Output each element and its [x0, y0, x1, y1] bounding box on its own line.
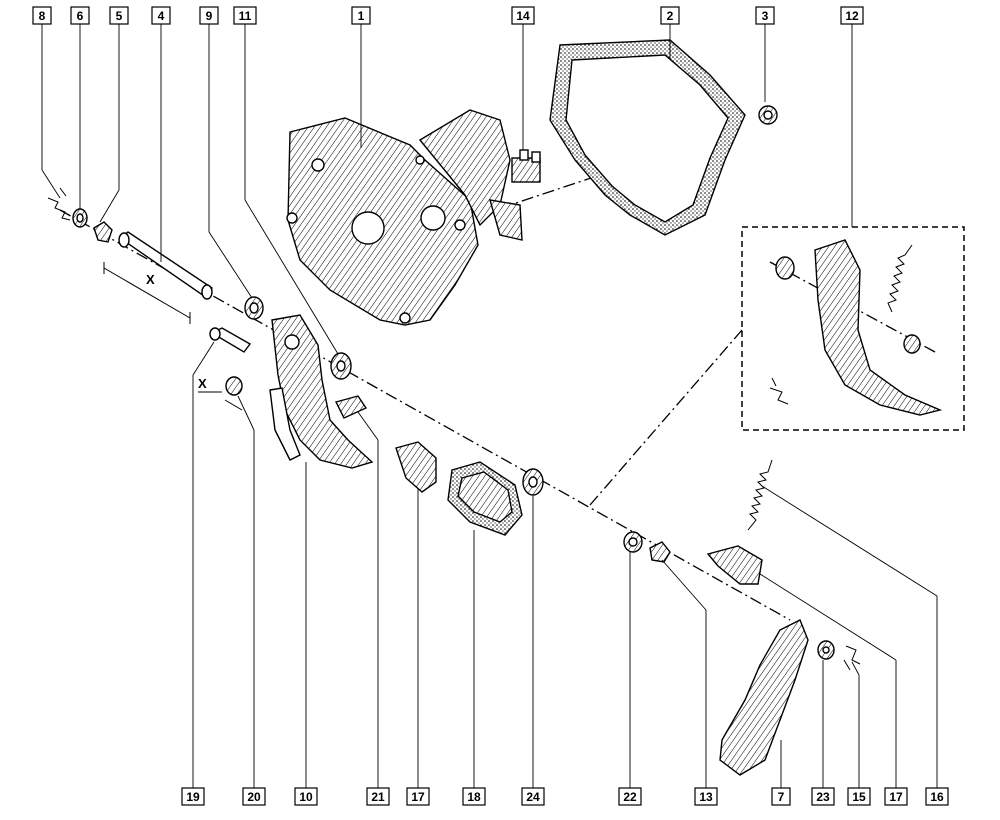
washer-part-22 [623, 531, 643, 553]
svg-text:12: 12 [845, 9, 859, 23]
pedal-pad-part-18 [447, 461, 523, 536]
callout-22: 22 [618, 787, 642, 806]
callout-6: 6 [70, 6, 90, 25]
callout-1: 1 [351, 6, 371, 25]
callout-10: 10 [294, 787, 318, 806]
svg-text:22: 22 [623, 790, 637, 804]
leader-lines [41, 24, 938, 788]
bushing-part-9 [244, 296, 264, 320]
svg-text:24: 24 [526, 790, 540, 804]
bushing-part-5 [93, 221, 113, 243]
nut-part-20: X [198, 376, 243, 411]
callout-9: 9 [199, 6, 219, 25]
callout-15: 15 [847, 787, 871, 806]
callout-13: 13 [694, 787, 718, 806]
callout-7: 7 [771, 787, 791, 806]
callout-11: 11 [233, 6, 257, 25]
svg-text:17: 17 [889, 790, 903, 804]
bush-part-11 [330, 352, 352, 380]
svg-text:14: 14 [516, 9, 530, 23]
nut-dimension-label: X [198, 376, 207, 391]
spring-clip-part-8 [47, 187, 71, 221]
svg-text:17: 17 [411, 790, 425, 804]
pedal-bracket [286, 109, 523, 326]
washer-part-6 [72, 208, 88, 228]
spring-part-16 [747, 459, 773, 531]
clip-part-15 [843, 645, 861, 671]
shaft-dimension-label: X [146, 272, 155, 287]
svg-text:3: 3 [762, 9, 769, 23]
clip-part-13 [649, 541, 671, 563]
svg-text:20: 20 [247, 790, 261, 804]
cam-part-17-left [395, 441, 437, 493]
clip-part-14 [511, 149, 541, 183]
nut-part-3 [758, 105, 778, 125]
inset-spring [887, 244, 913, 313]
callout-19: 19 [181, 787, 205, 806]
svg-text:11: 11 [239, 9, 252, 23]
svg-text:9: 9 [206, 9, 213, 23]
svg-text:6: 6 [77, 9, 84, 23]
callout-2: 2 [660, 6, 680, 25]
switch-part-21 [334, 395, 368, 419]
callout-24: 24 [521, 787, 545, 806]
callout-5: 5 [109, 6, 129, 25]
svg-text:5: 5 [116, 9, 123, 23]
svg-text:10: 10 [299, 790, 313, 804]
inset-clip [769, 377, 789, 405]
cam-part-17-right [706, 545, 763, 585]
svg-text:4: 4 [158, 9, 165, 23]
callout-14: 14 [511, 6, 535, 25]
shaft-part-4: X [103, 231, 214, 324]
inset-bush [775, 256, 795, 280]
svg-text:21: 21 [371, 790, 385, 804]
callout-17-right: 17 [884, 787, 908, 806]
callout-21: 21 [366, 787, 390, 806]
callout-20: 20 [242, 787, 266, 806]
svg-text:1: 1 [358, 9, 365, 23]
pedal-arm-part-10 [269, 314, 374, 469]
bush-part-24 [522, 468, 544, 496]
callout-18: 18 [462, 787, 486, 806]
svg-text:16: 16 [930, 790, 944, 804]
svg-text:23: 23 [816, 790, 830, 804]
washer-part-23 [817, 640, 835, 660]
inset-washer [903, 334, 921, 354]
gasket-part-2 [549, 39, 746, 236]
svg-text:18: 18 [467, 790, 481, 804]
svg-text:2: 2 [667, 9, 674, 23]
svg-text:7: 7 [778, 790, 785, 804]
callout-12: 12 [840, 6, 864, 25]
inset-dashed-frame [741, 226, 965, 431]
callout-4: 4 [151, 6, 171, 25]
inset-pedal-arm [814, 239, 943, 416]
callout-16: 16 [925, 787, 949, 806]
svg-text:19: 19 [186, 790, 200, 804]
pedal-arm-part-7 [719, 619, 809, 776]
callout-8: 8 [32, 6, 52, 25]
callout-3: 3 [755, 6, 775, 25]
svg-text:15: 15 [852, 790, 866, 804]
svg-text:8: 8 [39, 9, 46, 23]
inset-link-line [589, 329, 743, 506]
callout-17-left: 17 [406, 787, 430, 806]
svg-text:13: 13 [699, 790, 713, 804]
callout-23: 23 [811, 787, 835, 806]
bolt-part-19 [209, 327, 252, 353]
inset-panel-part-12 [741, 226, 965, 431]
